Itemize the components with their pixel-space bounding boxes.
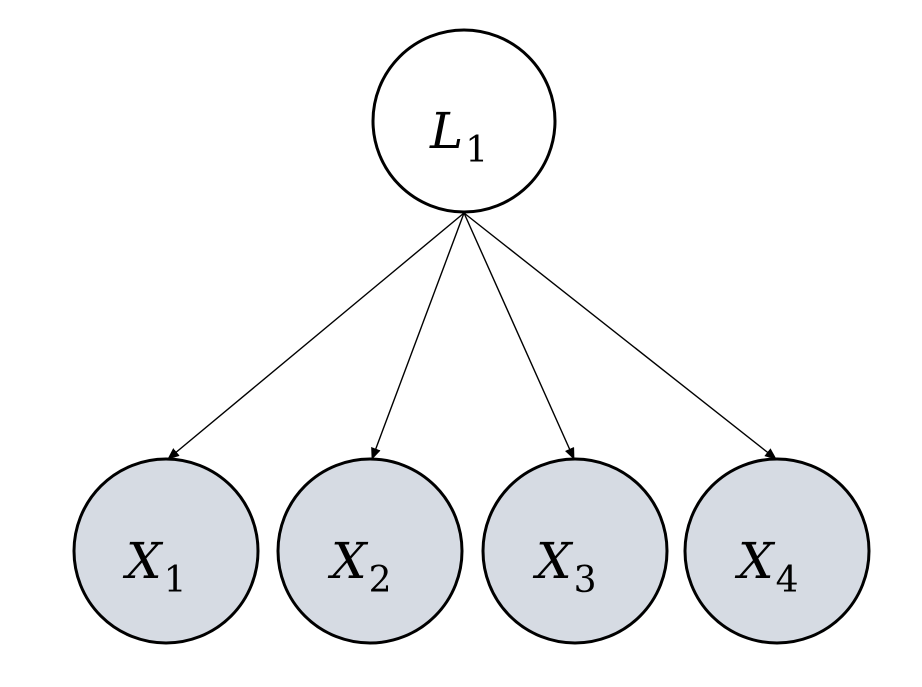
observed-node-subscript: 1 [164, 560, 187, 601]
observed-node-label: X4 [734, 532, 799, 601]
observed-node-letter: X [122, 532, 164, 590]
observed-node-label: X2 [327, 532, 392, 601]
edges-layer [167, 212, 777, 460]
observed-node-label: X3 [532, 532, 597, 601]
latent-node-l1: L1 [371, 28, 557, 214]
edge-l1-x4 [463, 212, 777, 460]
observed-node-x3: X3 [481, 457, 669, 645]
latent-node-letter: L [429, 102, 463, 160]
observed-node-circle [72, 457, 260, 645]
observed-node-circle [276, 457, 464, 645]
observed-node-x4: X4 [683, 457, 871, 645]
edge-l1-x3 [463, 212, 575, 460]
observed-node-letter: X [327, 532, 369, 590]
latent-node-label: L1 [429, 102, 488, 171]
observed-node-letter: X [532, 532, 574, 590]
observed-node-subscript: 3 [574, 560, 597, 601]
observed-node-label: X1 [122, 532, 187, 601]
observed-node-subscript: 4 [776, 560, 799, 601]
edge-l1-x2 [371, 212, 465, 460]
observed-node-x2: X2 [276, 457, 464, 645]
observed-node-x1: X1 [72, 457, 260, 645]
observed-node-subscript: 2 [369, 560, 392, 601]
observed-node-letter: X [734, 532, 776, 590]
observed-node-circle [481, 457, 669, 645]
edge-l1-x1 [167, 212, 465, 460]
latent-node-circle [371, 28, 557, 214]
latent-node-subscript: 1 [465, 130, 488, 171]
observed-node-circle [683, 457, 871, 645]
